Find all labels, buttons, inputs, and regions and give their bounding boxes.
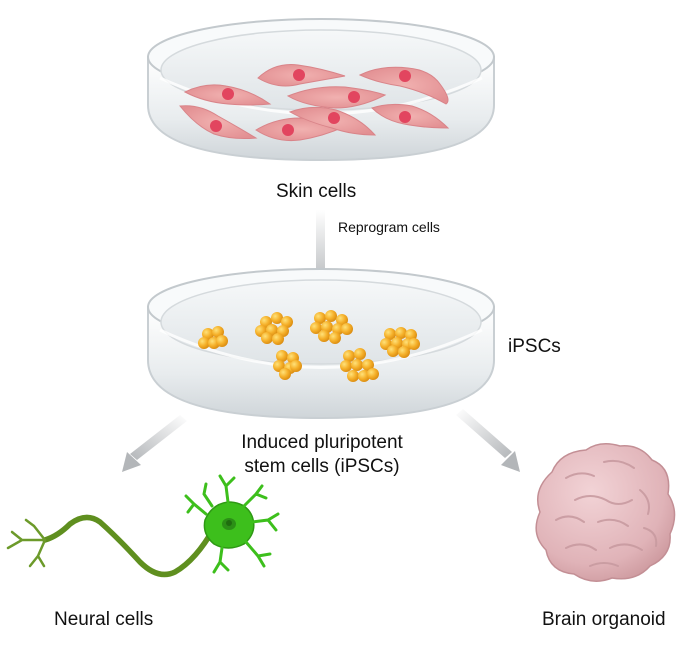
- brain-organoid-icon: [535, 443, 676, 582]
- ipsc-clusters-group: [198, 310, 420, 382]
- skin-cell-icon: [286, 86, 387, 109]
- skin-cell-icon: [183, 84, 272, 106]
- ipsc-cluster-icon: [273, 350, 302, 380]
- skin-cell-icon: [371, 103, 450, 129]
- ipsc-cluster-icon: [198, 326, 228, 349]
- reprogram-label: Reprogram cells: [338, 219, 440, 235]
- ipsc-cluster-icon: [380, 327, 420, 358]
- ipscs-side-label: iPSCs: [508, 336, 561, 357]
- ipsc-cluster-icon: [255, 312, 293, 345]
- skin-cell-icon: [358, 66, 449, 105]
- skin-cell-icon: [288, 106, 377, 136]
- ipsc-cluster-icon: [310, 310, 353, 344]
- induced-label-line2: stem cells (iPSCs): [244, 456, 400, 477]
- skin-cell-icon: [257, 64, 346, 87]
- induced-label-line1: Induced pluripotent: [241, 432, 403, 453]
- ipsc-cluster-icon: [340, 348, 379, 382]
- skin-cells-group: [179, 64, 450, 141]
- skin-cell-icon: [179, 105, 258, 139]
- neuron-icon: [6, 474, 280, 578]
- arrow-icon: [122, 415, 187, 472]
- skin-cells-label: Skin cells: [276, 181, 357, 202]
- neural-cells-label: Neural cells: [54, 609, 154, 630]
- arrow-icon: [456, 409, 520, 472]
- brain-organoid-label: Brain organoid: [542, 609, 666, 630]
